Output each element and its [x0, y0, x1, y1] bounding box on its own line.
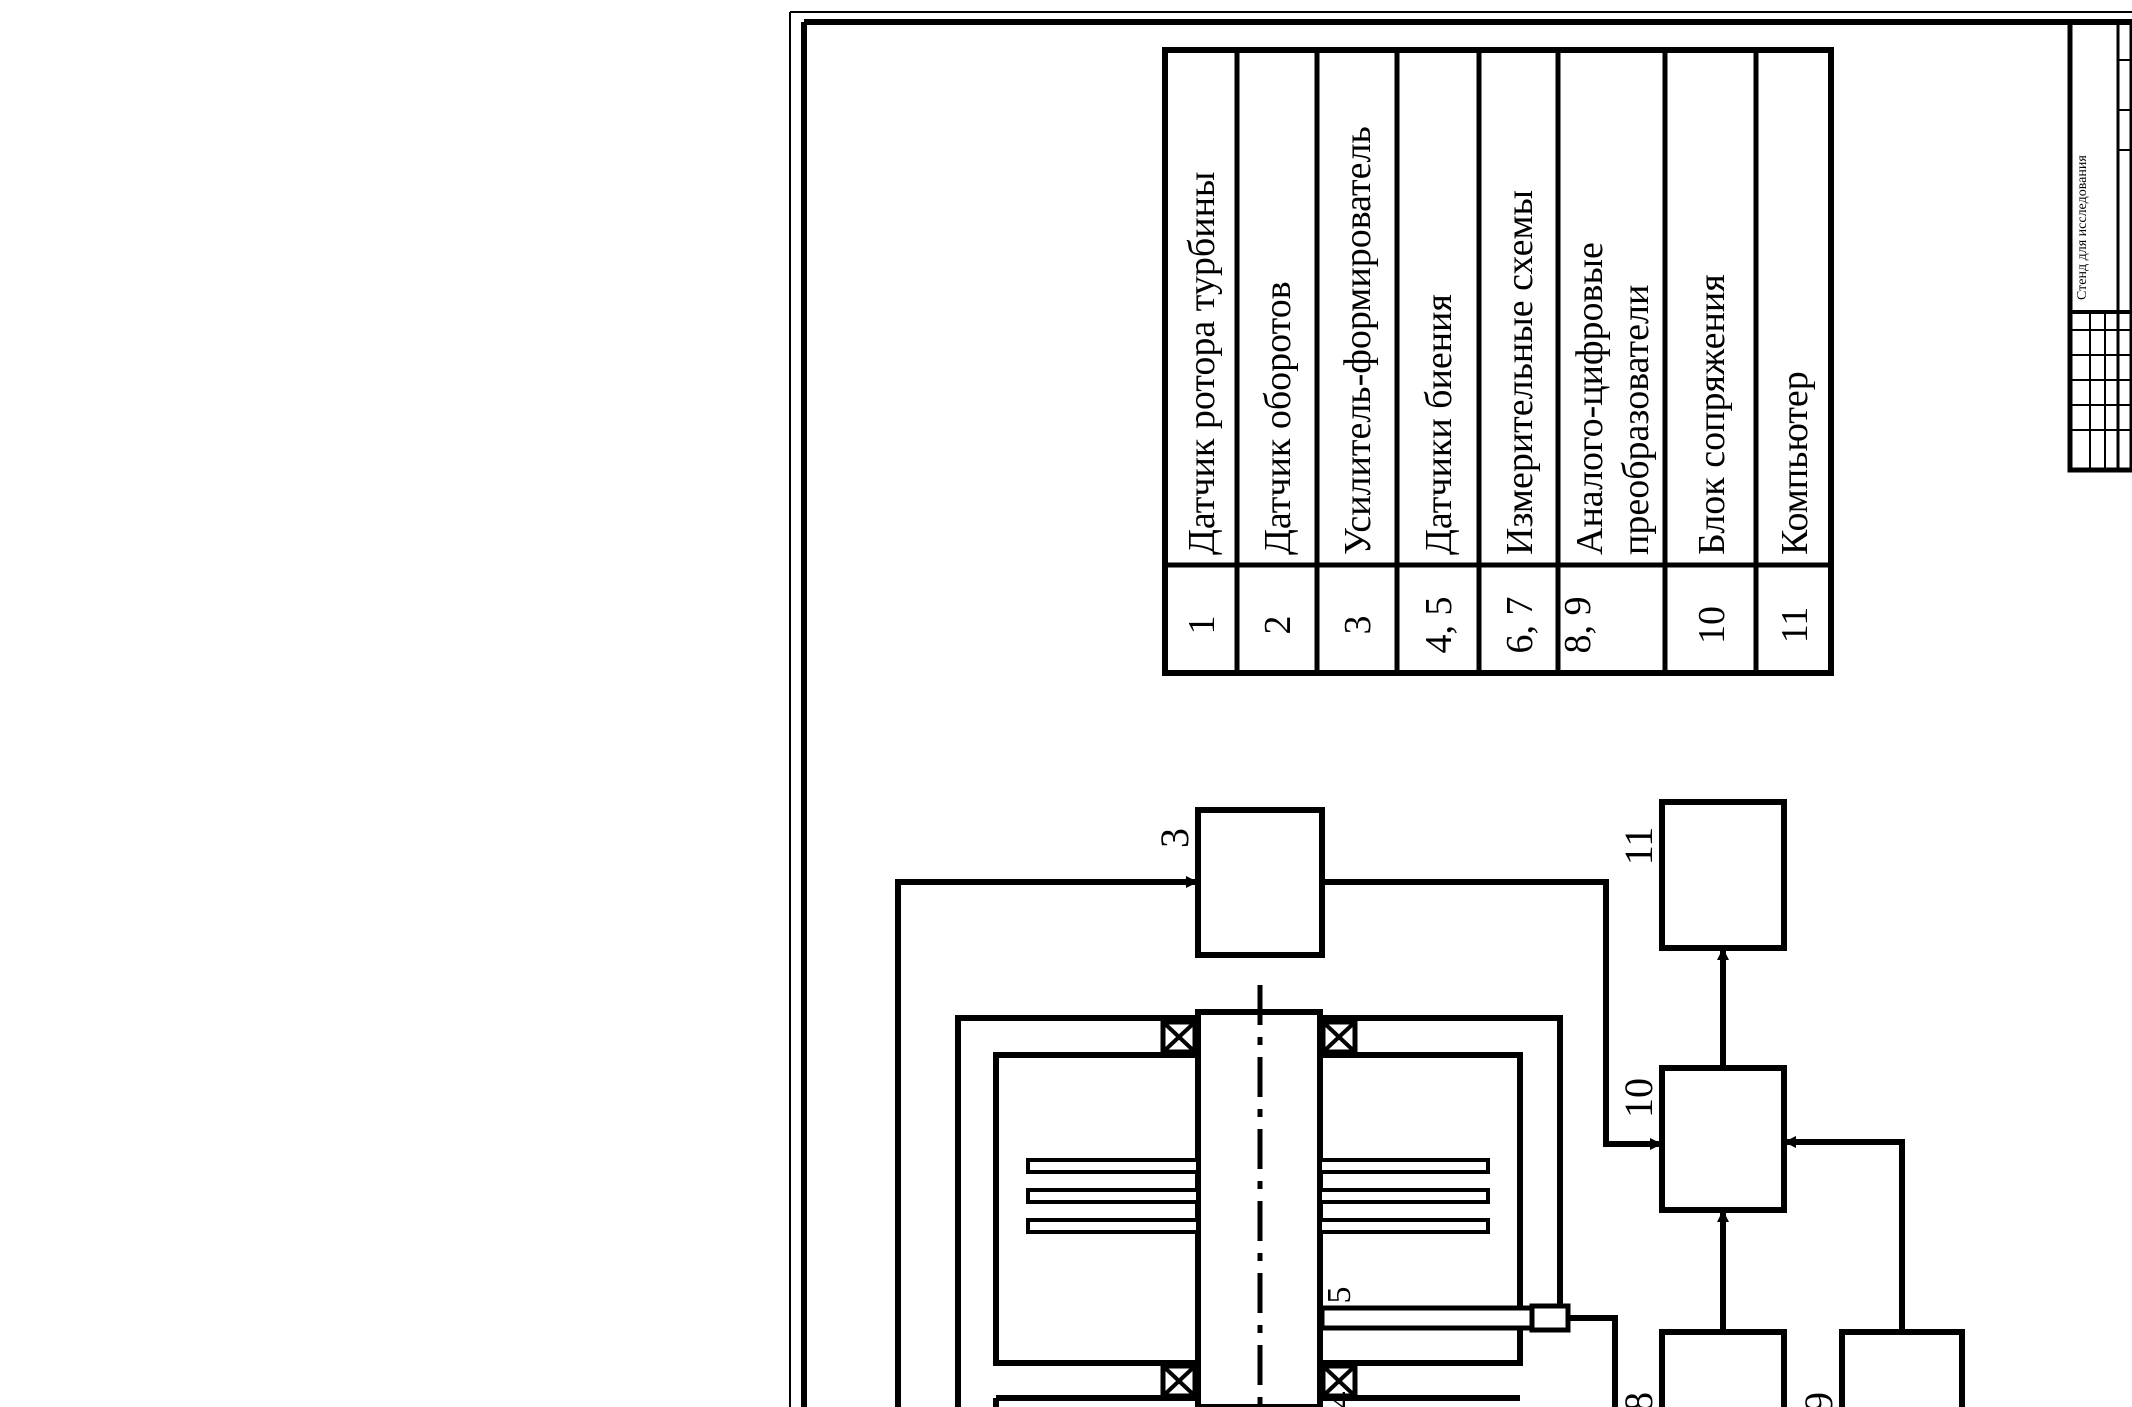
component-legend-table: 1 Датчик ротора турбины 2 Датчик оборото… [1162, 47, 1834, 676]
label-8: 8 [1616, 1392, 1661, 1407]
block-8-adc [1659, 1329, 1787, 1407]
legend-num-4-5: 4, 5 [1418, 597, 1460, 654]
title-block: Стенд для исследования [2067, 19, 2132, 473]
legend-num-1: 1 [1181, 616, 1223, 635]
legend-num-3: 3 [1337, 616, 1379, 635]
signal-lines [895, 876, 1905, 1407]
turbine-assembly [955, 985, 1571, 1407]
legend-name-8-9-line2: преобразователи [1615, 285, 1657, 555]
legend-name-6-7: Измерительные схемы [1499, 190, 1541, 555]
label-5: 5 [1321, 1287, 1358, 1304]
label-9: 9 [1796, 1392, 1841, 1407]
block-11-computer [1659, 799, 1787, 951]
label-3: 3 [1152, 828, 1197, 848]
label-10: 10 [1616, 1078, 1661, 1118]
label-11: 11 [1616, 827, 1661, 866]
legend-num-10: 10 [1691, 606, 1733, 644]
legend-name-10: Блок сопряжения [1691, 274, 1733, 555]
legend-name-8-9: Аналого-цифровые [1569, 242, 1611, 555]
legend-num-6-7: 6, 7 [1499, 597, 1541, 654]
legend-name-3: Усилитель-формирователь [1337, 126, 1379, 555]
block-9-adc [1839, 1329, 1965, 1407]
block-10-interface [1659, 1065, 1787, 1213]
legend-name-11: Компьютер [1774, 371, 1816, 555]
title-block-text: Стенд для исследования [2075, 155, 2090, 300]
block-3-amplifier [1195, 807, 1325, 958]
legend-name-4-5: Датчики биения [1418, 294, 1460, 555]
legend-num-8-9: 8, 9 [1557, 597, 1599, 654]
legend-name-2: Датчик оборотов [1257, 281, 1299, 555]
legend-num-2: 2 [1257, 616, 1299, 635]
label-4: 4 [1321, 1392, 1358, 1407]
legend-name-1: Датчик ротора турбины [1181, 172, 1223, 555]
legend-num-11: 11 [1774, 607, 1816, 644]
